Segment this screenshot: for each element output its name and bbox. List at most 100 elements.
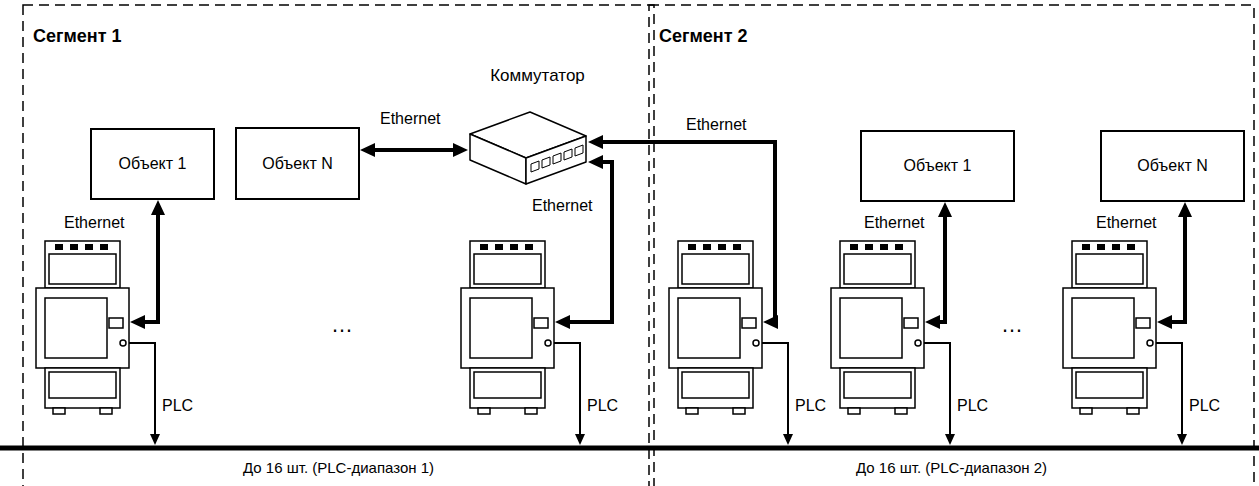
- segment-capacity: До 16 шт. (PLC-диапазон 1): [22, 459, 655, 476]
- arrowhead: [588, 155, 603, 169]
- din-foot: [478, 408, 490, 414]
- dashed-border: [649, 5, 1254, 486]
- signal-name: PLC: [586, 397, 619, 415]
- terminal-screws: [480, 244, 533, 250]
- switch-port: [553, 153, 561, 164]
- switch-label: Коммутатор: [468, 66, 607, 86]
- object-label: Объект N: [1137, 157, 1207, 175]
- ethernet-connector: [360, 143, 468, 157]
- din-foot: [848, 408, 860, 414]
- front-panel: [1072, 298, 1134, 358]
- ethernet-connector: [130, 200, 165, 329]
- signal-name: PLC: [161, 397, 194, 415]
- plc-wires: [123, 343, 1182, 436]
- object-box: Объект 1: [860, 130, 1015, 202]
- terminal-slot: [865, 244, 873, 250]
- bottom-cover: [682, 372, 749, 398]
- connector-line: [1169, 214, 1185, 322]
- terminal-screws: [1082, 244, 1135, 250]
- terminal-slot: [55, 244, 63, 250]
- device-front: [36, 288, 129, 368]
- ellipsis-mark: …: [1000, 312, 1024, 338]
- ethernet-connector: [1157, 202, 1192, 329]
- terminal-slot: [1082, 244, 1090, 250]
- object-box: Объект N: [235, 127, 360, 200]
- arrowhead: [925, 315, 940, 329]
- device-front: [831, 288, 924, 368]
- bottom-cover: [49, 372, 116, 398]
- network-segment: Сегмент 1До 16 шт. (PLC-диапазон 1)Объек…: [22, 4, 655, 486]
- top-cover: [474, 254, 541, 284]
- terminal-slot: [688, 244, 696, 250]
- segment-title: Сегмент 2: [659, 26, 748, 47]
- terminal-screws: [850, 244, 903, 250]
- device-body: [461, 241, 554, 414]
- terminal-slot: [850, 244, 858, 250]
- din-foot: [100, 408, 112, 414]
- terminal-block-bottom: [45, 368, 120, 408]
- plc-modem-device: [668, 240, 763, 415]
- arrowhead: [938, 202, 952, 217]
- top-cover: [1076, 254, 1143, 284]
- object-label: Объект 1: [119, 155, 187, 173]
- plc-bus: [0, 446, 1259, 451]
- device-front: [461, 288, 554, 368]
- din-foot: [1080, 408, 1092, 414]
- terminal-block-top: [840, 241, 915, 288]
- device-body: [1063, 241, 1156, 414]
- connector-line: [372, 148, 456, 152]
- switch-front: [526, 136, 586, 184]
- plc-arrowheads: [150, 434, 1187, 445]
- plc-modem-device: [35, 240, 130, 415]
- front-panel: [840, 298, 902, 358]
- din-foot: [733, 408, 745, 414]
- plc-terminal: [753, 340, 759, 346]
- device-illustration: [35, 240, 130, 415]
- segment-capacity: До 16 шт. (PLC-диапазон 2): [648, 459, 1255, 476]
- terminal-slot: [525, 244, 533, 250]
- switch-icon: [468, 106, 588, 186]
- terminal-slot: [1112, 244, 1120, 250]
- arrowhead: [360, 143, 375, 157]
- terminal-block-bottom: [1072, 368, 1147, 408]
- network-segment: Сегмент 2 До 16 шт. (PLC-диапазон 2) Объек…: [648, 4, 1255, 486]
- terminal-slot: [895, 244, 903, 250]
- device-illustration: [460, 240, 555, 415]
- terminal-slot: [733, 244, 741, 250]
- terminal-block-top: [45, 241, 120, 288]
- terminal-screws: [688, 244, 741, 250]
- ethernet-port: [904, 318, 918, 328]
- top-cover: [49, 254, 116, 284]
- din-foot: [53, 408, 65, 414]
- arrowhead: [453, 143, 468, 157]
- connector-label: Ethernet: [530, 197, 594, 215]
- object-label: Объект N: [262, 155, 332, 173]
- device-body: [36, 241, 129, 414]
- plc-modem-device: [830, 240, 925, 415]
- object-label: Объект 1: [904, 157, 972, 175]
- connector-label: Ethernet: [62, 214, 126, 232]
- terminal-slot: [718, 244, 726, 250]
- ethernet-port: [1136, 318, 1150, 328]
- plc-terminal: [545, 340, 551, 346]
- object-box: Объект 1: [90, 128, 215, 200]
- switch-port: [575, 145, 583, 156]
- arrowhead: [1157, 315, 1172, 329]
- bottom-cover: [474, 372, 541, 398]
- plc-terminal: [1147, 340, 1153, 346]
- switch-side: [470, 134, 526, 184]
- arrowhead: [555, 315, 570, 329]
- device-body: [669, 241, 762, 414]
- signal-name: PLC: [956, 397, 989, 415]
- top-cover: [682, 254, 749, 284]
- terminal-block-bottom: [678, 368, 753, 408]
- din-foot: [525, 408, 537, 414]
- terminal-slot: [703, 244, 711, 250]
- connector-label: Ethernet: [862, 214, 926, 232]
- terminal-slot: [1097, 244, 1105, 250]
- terminal-slot: [495, 244, 503, 250]
- device-front: [669, 288, 762, 368]
- front-panel: [45, 298, 107, 358]
- terminal-block-bottom: [470, 368, 545, 408]
- arrowhead: [130, 315, 145, 329]
